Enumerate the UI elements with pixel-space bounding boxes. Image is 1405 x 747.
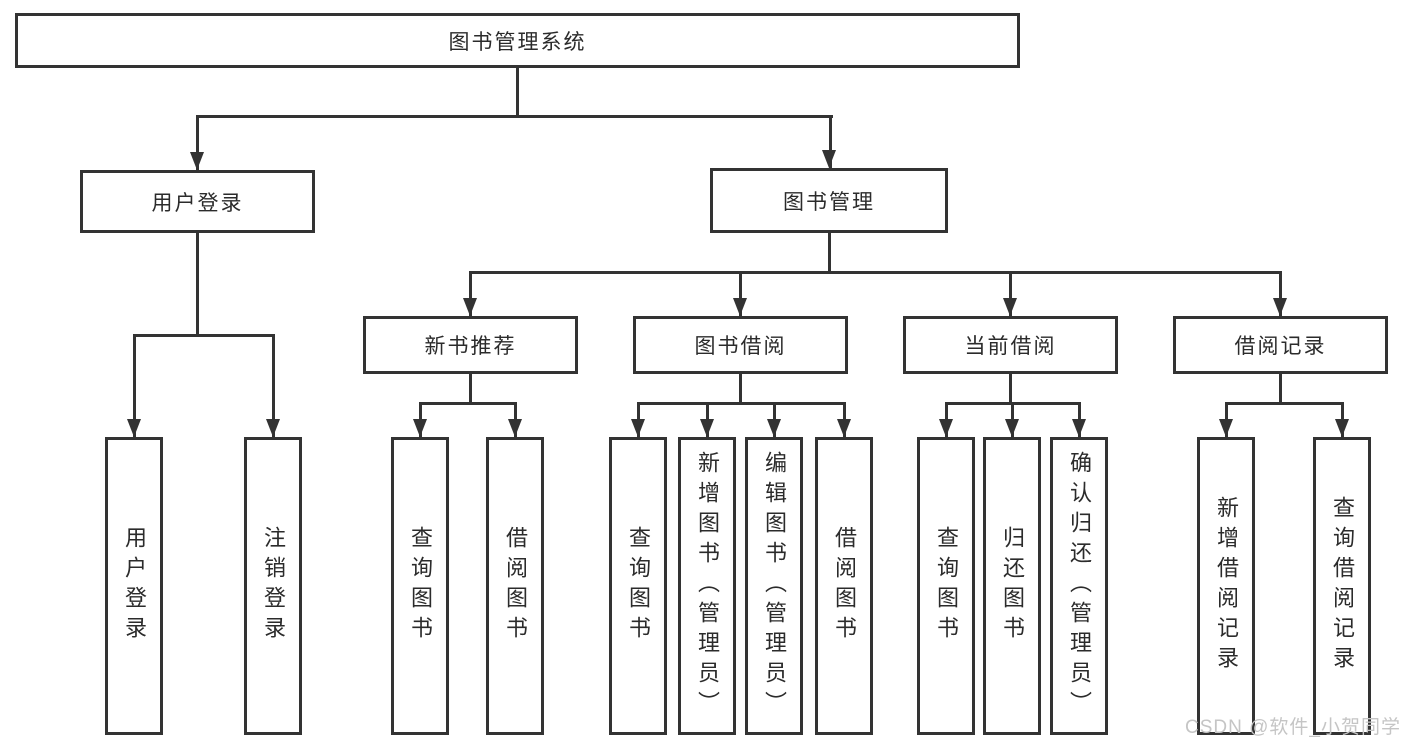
- connector-to-leaf-logout: [271, 333, 275, 437]
- node-borrowing-records: 借阅记录: [1173, 316, 1388, 374]
- node-label: 借阅记录: [1234, 335, 1327, 358]
- arrowhead-borrow-records: [1273, 298, 1287, 316]
- node-book-borrowing: 图书借阅: [633, 316, 848, 374]
- leaf-label: 归还图书: [1000, 526, 1025, 646]
- connector-book-borrow-split: [636, 401, 846, 405]
- leaf-label: 查询图书: [408, 526, 433, 646]
- connector-book-mgmt-stem: [827, 233, 831, 273]
- csdn-watermark: CSDN @软件_小贺同学: [1185, 717, 1401, 738]
- arrowhead-user-login: [190, 152, 204, 170]
- connector-current-borrow-stem: [1009, 374, 1012, 403]
- arrowhead-leaf-login: [127, 419, 141, 437]
- connector-new-books-split: [418, 401, 517, 405]
- node-label: 图书管理: [783, 190, 875, 214]
- leaf-query-books-borrow: 查询图书: [609, 437, 667, 735]
- connector-book-borrow-stem: [739, 374, 742, 403]
- connector-to-new-books: [468, 270, 472, 316]
- connector-to-book-borrow: [738, 270, 742, 316]
- leaf-query-books-recommend: 查询图书: [391, 437, 449, 735]
- connector-root-stem: [515, 68, 519, 117]
- arrowhead-book-borrow: [733, 298, 747, 316]
- arrowhead-leaf: [631, 419, 645, 437]
- connector-book-mgmt-split: [468, 270, 1282, 274]
- node-new-book-recommendation: 新书推荐: [363, 316, 578, 374]
- leaf-user-login: 用户登录: [105, 437, 163, 735]
- arrowhead-leaf: [939, 419, 953, 437]
- leaf-borrow-books: 借阅图书: [815, 437, 873, 735]
- connector-to-user-login: [195, 115, 199, 170]
- leaf-label: 查询图书: [626, 526, 651, 646]
- arrowhead-leaf: [508, 419, 522, 437]
- arrowhead-book-mgmt: [822, 150, 836, 168]
- node-label: 图书借阅: [694, 335, 787, 358]
- leaf-borrow-books-recommend: 借阅图书: [486, 437, 544, 735]
- leaf-edit-books-admin: 编辑图书（管理员）: [745, 437, 803, 735]
- leaf-add-borrow-record: 新增借阅记录: [1197, 437, 1255, 735]
- arrowhead-leaf: [1219, 419, 1233, 437]
- leaf-query-borrow-record: 查询借阅记录: [1313, 437, 1371, 735]
- node-library-management-system: 图书管理系统: [15, 13, 1020, 68]
- leaf-label: 借阅图书: [503, 526, 528, 646]
- node-label: 当前借阅: [964, 335, 1057, 358]
- connector-new-books-stem: [469, 374, 472, 403]
- node-current-borrowing: 当前借阅: [903, 316, 1118, 374]
- connector-to-leaf-login: [132, 333, 136, 437]
- node-label: 新书推荐: [424, 335, 517, 358]
- connector-to-book-mgmt: [828, 115, 832, 168]
- arrowhead-leaf: [1005, 419, 1019, 437]
- node-label: 用户登录: [151, 191, 244, 215]
- leaf-confirm-return-admin: 确认归还（管理员）: [1050, 437, 1108, 735]
- arrowhead-leaf: [837, 419, 851, 437]
- leaf-label: 借阅图书: [832, 526, 857, 646]
- connector-borrow-records-split: [1224, 401, 1344, 405]
- leaf-label: 注销登录: [261, 526, 286, 646]
- connector-user-login-stem: [195, 233, 199, 335]
- arrowhead-leaf-logout: [266, 419, 280, 437]
- leaf-label: 新增图书（管理员）: [695, 451, 720, 721]
- node-label: 图书管理系统: [448, 30, 587, 54]
- connector-to-borrow-records: [1278, 270, 1282, 316]
- arrowhead-leaf: [700, 419, 714, 437]
- leaf-label: 查询借阅记录: [1330, 496, 1355, 676]
- leaf-label: 查询图书: [934, 526, 959, 646]
- leaf-logout: 注销登录: [244, 437, 302, 735]
- leaf-label: 用户登录: [122, 526, 147, 646]
- leaf-label: 编辑图书（管理员）: [762, 451, 787, 721]
- arrowhead-leaf: [767, 419, 781, 437]
- arrowhead-leaf: [1072, 419, 1086, 437]
- leaf-label: 新增借阅记录: [1214, 496, 1239, 676]
- arrowhead-leaf: [413, 419, 427, 437]
- connector-borrow-records-stem: [1279, 374, 1282, 403]
- connector-to-current-borrow: [1008, 270, 1012, 316]
- arrowhead-current-borrow: [1003, 298, 1017, 316]
- arrowhead-leaf: [1335, 419, 1349, 437]
- leaf-label: 确认归还（管理员）: [1067, 451, 1092, 721]
- connector-root-split: [195, 115, 833, 118]
- leaf-return-books: 归还图书: [983, 437, 1041, 735]
- node-user-login: 用户登录: [80, 170, 315, 233]
- connector-user-login-split: [132, 333, 275, 337]
- leaf-add-books-admin: 新增图书（管理员）: [678, 437, 736, 735]
- node-book-management: 图书管理: [710, 168, 948, 233]
- leaf-query-books-current: 查询图书: [917, 437, 975, 735]
- arrowhead-new-books: [463, 298, 477, 316]
